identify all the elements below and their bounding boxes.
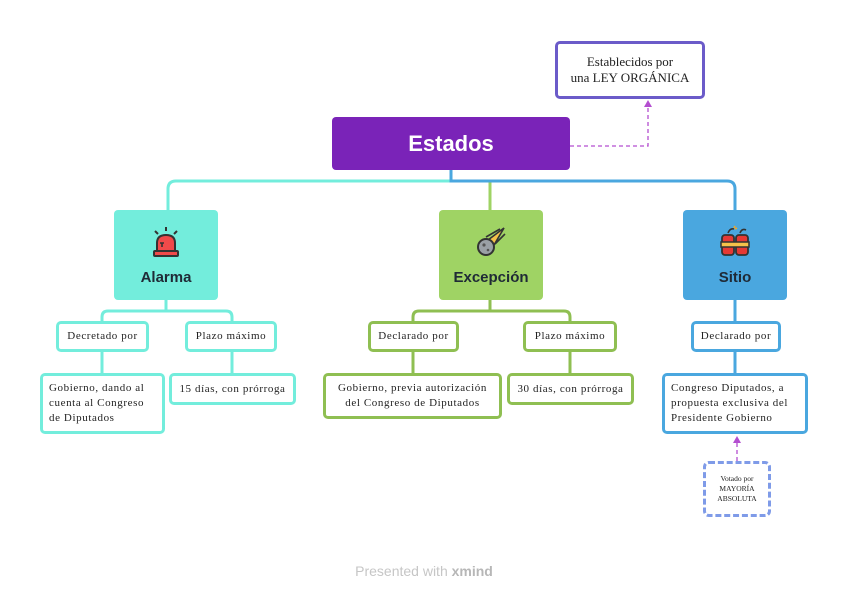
excepcion-plazo-value[interactable]: 30 días, con prórroga [507,373,634,405]
edge-root-alarma [166,170,453,210]
alarma-decretado-value[interactable]: Gobierno, dando al cuenta al Congreso de… [40,373,165,434]
root-label: Estados [408,130,494,156]
excepcion-declarado-value[interactable]: Gobierno, previa autorización del Congre… [323,373,502,419]
branch-excepcion-label: Excepción [453,268,529,286]
edge-alarma-children [100,300,234,321]
xmind-logo: xmind [451,563,493,579]
meteor-icon [477,226,506,256]
edge-excepcion-children [411,300,572,321]
root-node-estados[interactable]: Estados [332,117,570,170]
alarma-plazo-value[interactable]: 15 días, con prórroga [169,373,296,405]
branch-alarma[interactable]: Alarma [114,210,218,300]
alarma-decretado-label[interactable]: Decretado por [56,321,149,352]
sitio-declarado-value[interactable]: Congreso Diputados, a propuesta exclusiv… [662,373,808,434]
presented-with-footer: Presented with xmind [0,563,848,579]
branch-excepcion[interactable]: Excepción [439,210,543,300]
note-votado-mayoria[interactable]: Votado por MAYORÍA ABSOLUTA [703,461,771,517]
arrowhead-ley [644,100,652,107]
note-ley-line2: una LEY ORGÁNICA [570,70,690,85]
edge-root-ley-dashed [570,104,649,147]
edge-root-sitio [449,170,737,210]
sitio-declarado-label[interactable]: Declarado por [691,321,781,352]
excepcion-plazo-label[interactable]: Plazo máximo [523,321,617,352]
excepcion-declarado-label[interactable]: Declarado por [368,321,459,352]
footer-prefix: Presented with [355,563,448,579]
branch-sitio-label: Sitio [718,268,752,286]
siren-icon [153,226,179,257]
alarma-plazo-label[interactable]: Plazo máximo [185,321,277,352]
arrowhead-votado [733,436,741,443]
dynamite-icon [720,225,750,256]
branch-alarma-label: Alarma [140,268,192,286]
note-ley-line1: Establecidos por [586,54,674,69]
branch-sitio[interactable]: Sitio [683,210,787,300]
note-ley-organica[interactable]: Establecidos por una LEY ORGÁNICA [555,41,705,99]
